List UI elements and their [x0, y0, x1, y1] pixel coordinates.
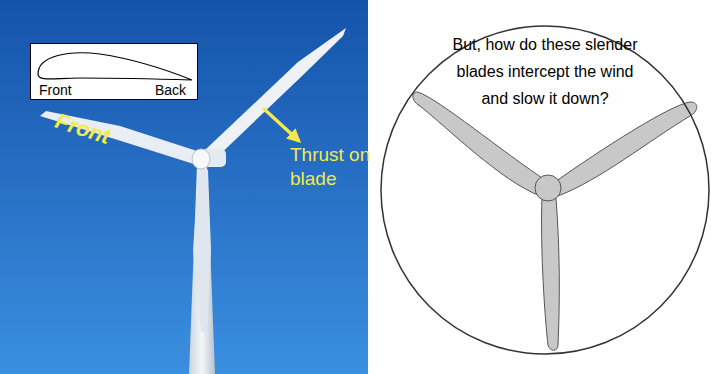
circle-outline	[381, 26, 709, 354]
turbine-tower	[189, 165, 215, 374]
question-text: But, how do these slender blades interce…	[445, 31, 645, 112]
turbine-blade	[193, 168, 211, 332]
rotor-blade	[413, 92, 548, 196]
thrust-arrow	[263, 108, 299, 141]
turbine-hub	[192, 149, 210, 169]
question-circle: But, how do these slender blades interce…	[380, 25, 710, 355]
rotor-blade	[542, 196, 560, 350]
thrust-label: Thrust on blade	[290, 143, 372, 191]
airfoil-front-label: Front	[39, 82, 72, 98]
airfoil-inset: Front Back	[30, 43, 198, 100]
rotor-hub	[535, 175, 561, 201]
rotor-blade	[555, 102, 697, 196]
airfoil-back-label: Back	[155, 82, 186, 98]
airfoil-profile	[38, 53, 192, 80]
turbine-blade	[205, 28, 346, 161]
